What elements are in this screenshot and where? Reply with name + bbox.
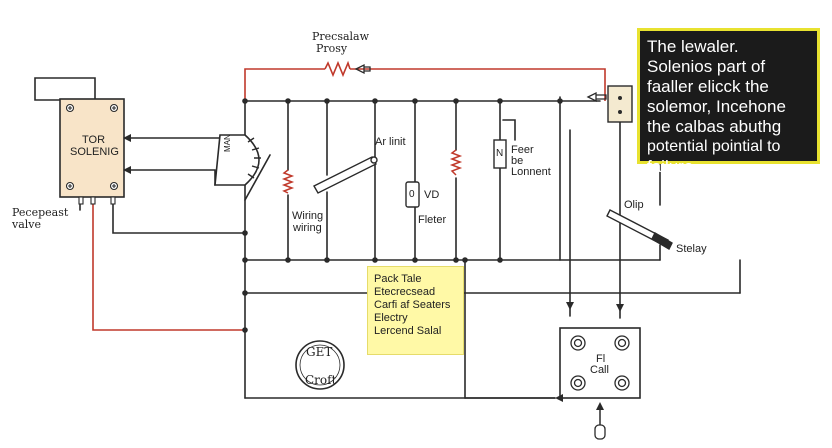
connector-block xyxy=(214,134,260,186)
callout-line: solemor, Incehone xyxy=(647,97,786,116)
get-label-1: GET xyxy=(306,345,333,359)
feed-symbol: N xyxy=(496,148,504,159)
solenoid-label-2: SOLENIG xyxy=(70,146,119,158)
bottom-plug xyxy=(594,424,606,440)
terminal-screws xyxy=(618,96,622,114)
call-label: Call xyxy=(590,364,609,376)
branch-line xyxy=(244,154,271,201)
terminal-arrow-icon xyxy=(123,134,131,174)
legend-line: Etecrecsead xyxy=(374,286,436,298)
top-right-terminal xyxy=(607,85,633,123)
legend-line: Carfi af Seaters xyxy=(374,299,451,311)
feed-label-3: Lonnent xyxy=(511,166,551,178)
terminal-arrow-icon xyxy=(586,91,597,103)
connector-pins xyxy=(247,137,261,179)
red-supply-wire xyxy=(244,68,325,101)
air-limit-switch xyxy=(313,156,378,194)
arrow-left-icon xyxy=(555,394,563,402)
top-pressure-label-2: Prosy xyxy=(316,42,348,55)
top-connector xyxy=(364,66,371,72)
callout-line: faaller elicck the xyxy=(647,77,769,96)
clip-label: Olip xyxy=(624,199,644,211)
branch-line xyxy=(122,169,216,186)
pressure-valve-label-2: valve xyxy=(12,218,42,231)
branch-line xyxy=(112,196,246,234)
vd-label: VD xyxy=(424,189,440,201)
vd-element xyxy=(405,181,420,208)
heater-label: Fleter xyxy=(418,214,447,226)
fi-label: Fl xyxy=(596,353,606,365)
solenoid-box xyxy=(59,98,125,198)
red-return-wire xyxy=(92,197,245,331)
branch-line xyxy=(502,119,516,141)
junction-dots xyxy=(242,98,563,333)
callout-line: failure. xyxy=(647,157,699,176)
relay-terminals xyxy=(570,335,630,391)
wiring-label-1: Wiring xyxy=(292,210,324,222)
connector-label: MAN xyxy=(223,134,232,152)
screw-terminal-icon xyxy=(65,103,119,191)
callout-line: potential pointial to xyxy=(647,138,781,155)
top-pressure-label-1: Precsalaw xyxy=(312,30,370,43)
feed-label-2: be xyxy=(511,155,524,167)
callout-box: The lewaler. Solenios part of faaller el… xyxy=(637,28,820,176)
callout-line: the calbas abuthg xyxy=(647,117,782,136)
branch-line xyxy=(34,77,96,101)
wiring-label-2: wiring xyxy=(293,222,322,234)
pressure-valve-label-1: Pecepeast xyxy=(12,206,69,219)
legend-line: Electry xyxy=(374,312,408,324)
solenoid-label-1: TOR xyxy=(82,134,106,146)
top-resistor xyxy=(324,60,351,78)
stelay-label: Stelay xyxy=(676,243,707,255)
red-supply-wire xyxy=(350,68,606,101)
legend-line: Lercend Salal xyxy=(374,325,442,337)
get-label-2: Croft xyxy=(305,373,337,387)
legend-line: Pack Tale xyxy=(374,273,422,285)
feed-label-1: Feer xyxy=(511,144,534,156)
resistor-left xyxy=(281,169,295,194)
air-limit-label: Ar linit xyxy=(375,136,406,148)
resistor-middle xyxy=(449,149,463,176)
clip-switch xyxy=(606,209,673,250)
wire-terminal-icon xyxy=(78,196,116,205)
vd-symbol: 0 xyxy=(409,189,415,200)
arrow-up-icon xyxy=(596,402,604,410)
callout-line: The lewaler. xyxy=(647,37,739,56)
arrow-down-icon xyxy=(566,302,624,312)
get-dial xyxy=(295,340,345,390)
legend-box: Pack Tale Etecrecsead Carfi af Seaters E… xyxy=(367,266,464,355)
feed-component xyxy=(493,139,507,169)
callout-line: Solenios part of xyxy=(647,57,766,76)
top-arrow-icon xyxy=(354,63,365,75)
